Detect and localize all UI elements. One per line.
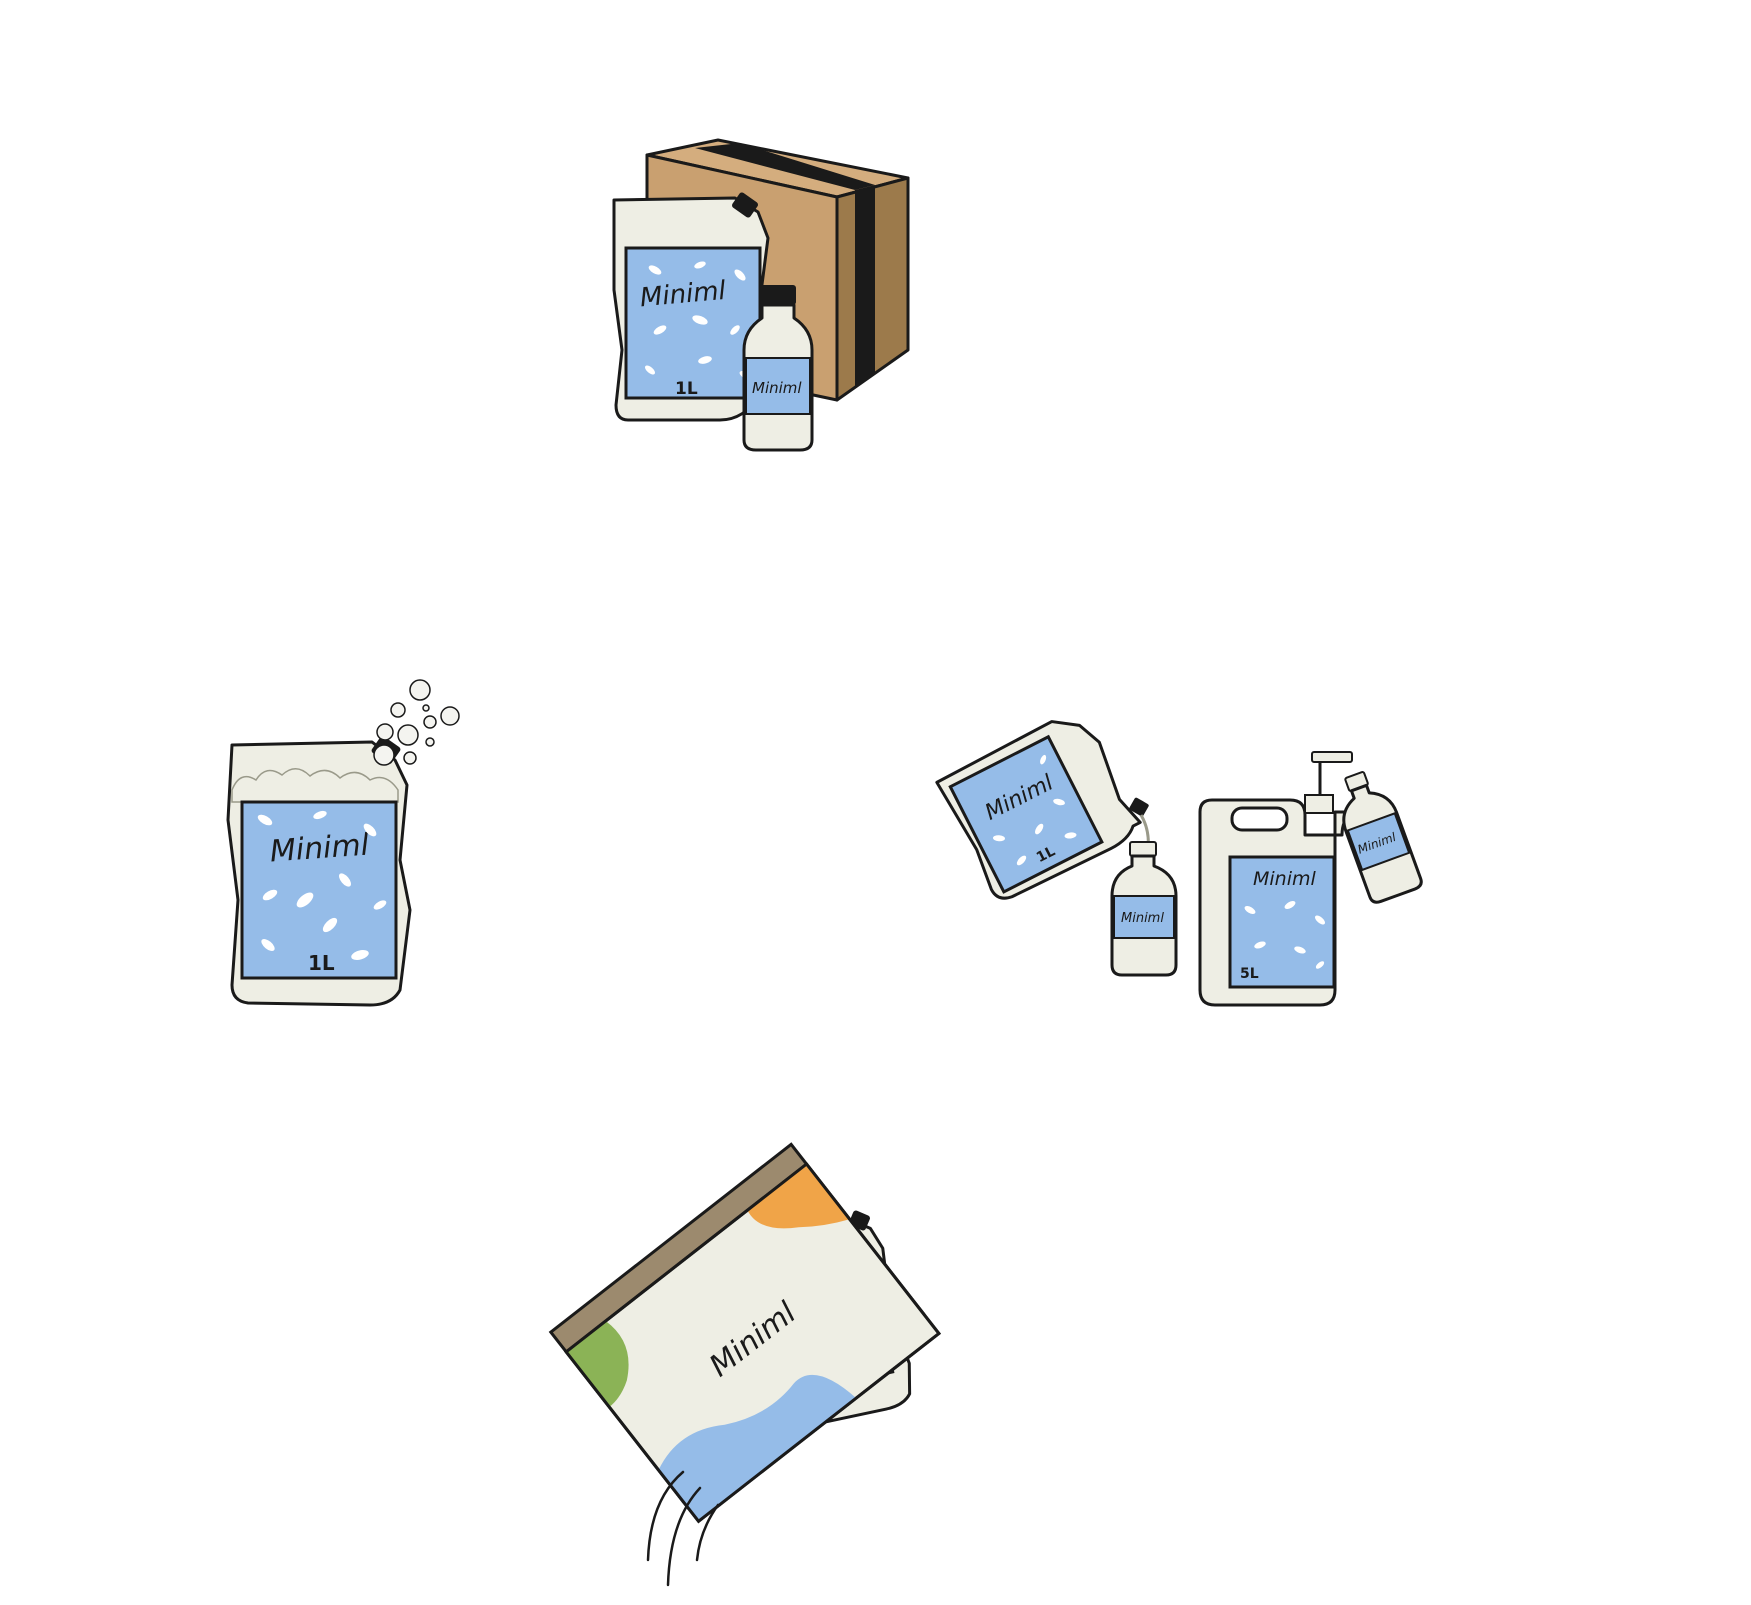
delivery-box-illustration: Miniml 1L Miniml [612,138,910,452]
return-envelope-illustration: Miniml [548,1142,942,1587]
small-bottle-icon: Miniml [742,285,814,452]
jerrycan-volume-label: 5L [1240,966,1259,982]
small-bottle-icon: Miniml [1110,841,1178,977]
jerrycan-brand-label: Miniml [1253,868,1317,890]
bubbles-icon [373,679,460,766]
bottle-brand-label: Miniml [752,379,802,397]
refill-pouch-icon: Miniml 1L [612,192,772,422]
pump-bottle-icon: Miniml [1342,771,1423,904]
pouch-brand-label: Miniml [269,828,371,870]
pouch-volume-label: 1L [1034,843,1058,866]
refill-pouch-icon: Miniml 1L [226,736,412,1007]
refill-illustration: Miniml 1L Miniml Miniml [935,720,1423,1007]
bottle-brand-label: Miniml [1121,911,1164,926]
pouch-volume-label: 1L [308,951,335,975]
tilted-pouch-icon: Miniml 1L [935,720,1142,900]
motion-lines-icon [646,1470,720,1587]
jerrycan-icon: Miniml 5L [1198,751,1354,1007]
pouch-volume-label: 1L [675,379,698,399]
pouch-illustration: Miniml 1L [226,679,460,1007]
envelope-front-icon: Miniml [564,1161,942,1524]
